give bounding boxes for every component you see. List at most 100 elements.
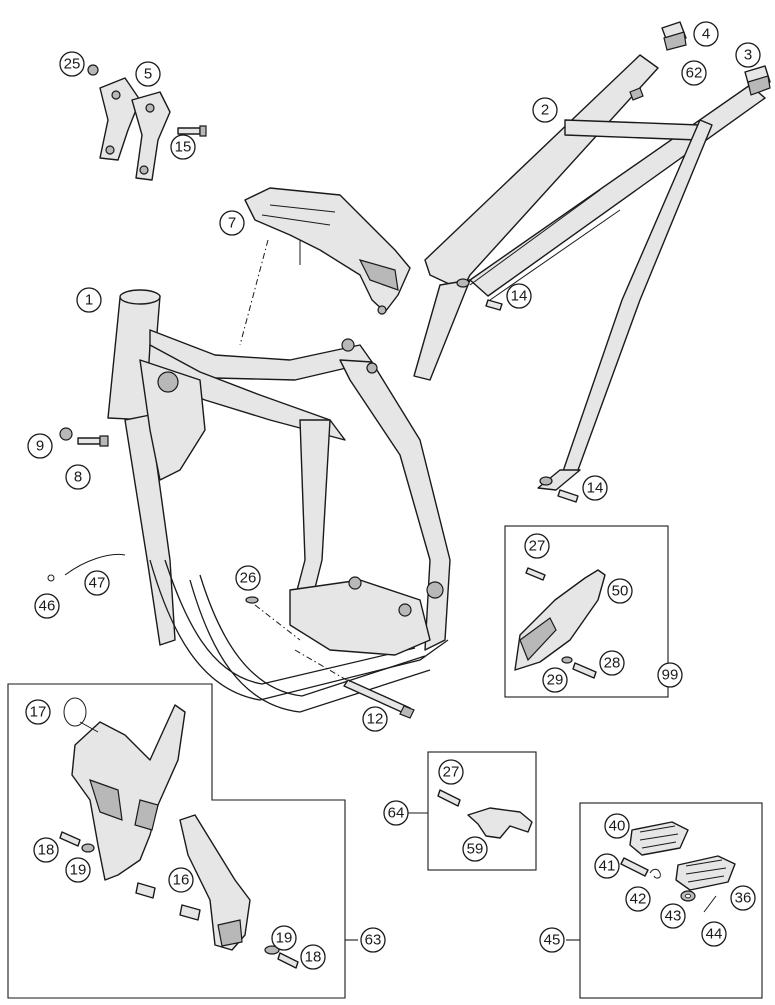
callout-8: 8 [65,464,91,490]
callout-14-upper: 14 [506,283,532,309]
engine-bracket-pair[interactable] [99,77,171,181]
washer-19-right[interactable] [264,945,280,955]
callout-59: 59 [462,836,488,862]
callout-4: 4 [693,21,719,47]
svg-text:17: 17 [30,704,47,721]
svg-text:62: 62 [686,65,703,82]
subframe-end-cap-right[interactable] [744,65,771,96]
callout-12: 12 [362,706,388,732]
callout-1: 1 [76,287,102,313]
callout-44: 44 [701,921,727,947]
chain-slider-kit-box [504,525,669,698]
pin-41[interactable] [620,857,649,877]
subframe[interactable] [413,54,766,491]
spacer-16[interactable] [135,882,201,921]
callout-15: 15 [170,134,196,160]
svg-text:45: 45 [544,932,561,949]
svg-text:44: 44 [706,926,723,943]
svg-text:19: 19 [70,862,87,879]
svg-text:26: 26 [240,570,257,587]
cable-tie-17[interactable] [63,697,99,733]
callout-50: 50 [607,578,633,604]
callout-43: 43 [660,903,686,929]
bolt-12[interactable] [343,679,415,719]
callout-28: 28 [599,650,625,676]
callout-40: 40 [604,813,630,839]
spring-42[interactable] [649,868,661,879]
svg-text:15: 15 [175,139,192,156]
bolt-27-guide[interactable] [437,789,461,807]
washer-29[interactable] [561,656,573,664]
callout-25: 25 [59,51,85,77]
bolt-8[interactable] [77,435,109,447]
bolt-15[interactable] [177,125,207,137]
callout-62: 62 [681,60,707,86]
footpeg-40[interactable] [629,821,689,856]
top-mounting-plate[interactable] [244,187,411,315]
callout-19-left: 19 [65,857,91,883]
chain-guide-59[interactable] [467,807,533,839]
svg-text:5: 5 [144,66,152,83]
callout-63: 63 [360,927,386,953]
svg-text:16: 16 [173,872,190,889]
callout-36: 36 [730,885,756,911]
svg-text:28: 28 [604,655,621,672]
leader-plate-to-frame [239,239,269,346]
callout-26: 26 [235,565,261,591]
svg-text:1: 1 [85,292,93,309]
svg-text:19: 19 [276,930,293,947]
frame-protector-right[interactable] [179,814,251,951]
callout-5: 5 [135,61,161,87]
svg-text:29: 29 [547,672,564,689]
washer-43[interactable] [680,890,696,902]
svg-text:27: 27 [443,764,460,781]
frame-protector-box [7,683,346,999]
svg-text:41: 41 [599,858,616,875]
svg-text:18: 18 [305,949,322,966]
callout-45: 45 [539,927,565,953]
leader-26 [254,604,301,641]
bolt-14-upper[interactable] [485,299,503,311]
cotter-pin-44[interactable] [703,895,717,913]
svg-text:18: 18 [38,842,55,859]
svg-text:4: 4 [702,26,710,43]
main-frame[interactable] [107,289,451,713]
svg-text:40: 40 [609,818,626,835]
callout-46: 46 [34,593,60,619]
callout-41: 41 [594,853,620,879]
svg-text:27: 27 [529,538,546,555]
callout-18-left: 18 [33,837,59,863]
frame-protector-left[interactable] [71,704,186,881]
callout-29: 29 [542,667,568,693]
nut-25[interactable] [87,64,99,76]
screw-62[interactable] [629,87,644,101]
footpeg-kit-box [579,802,763,999]
svg-text:50: 50 [612,583,629,600]
subframe-end-cap-left[interactable] [661,21,687,51]
bolt-27-slider[interactable] [525,567,546,581]
washer-19-left[interactable] [81,843,95,853]
nut-9[interactable] [59,427,73,441]
svg-text:63: 63 [365,932,382,949]
callout-42: 42 [625,886,651,912]
callout-17: 17 [25,699,51,725]
svg-text:14: 14 [587,480,604,497]
svg-text:25: 25 [64,56,81,73]
svg-text:64: 64 [388,805,405,822]
svg-text:46: 46 [39,598,56,615]
bolt-14-lower[interactable] [557,489,579,503]
bolt-18-left[interactable] [59,831,81,847]
footpeg-36[interactable] [675,855,736,891]
svg-text:9: 9 [36,438,44,455]
clip-46[interactable] [47,574,55,582]
callout-18-right: 18 [300,944,326,970]
bolt-18-right[interactable] [277,952,299,969]
hose-47[interactable] [64,553,126,576]
chain-slider-50[interactable] [514,569,606,671]
callout-27-guide: 27 [438,759,464,785]
callout-2: 2 [532,97,558,123]
washer-26[interactable] [245,596,259,604]
bolt-28[interactable] [572,662,597,679]
chain-guide-box [427,751,537,871]
